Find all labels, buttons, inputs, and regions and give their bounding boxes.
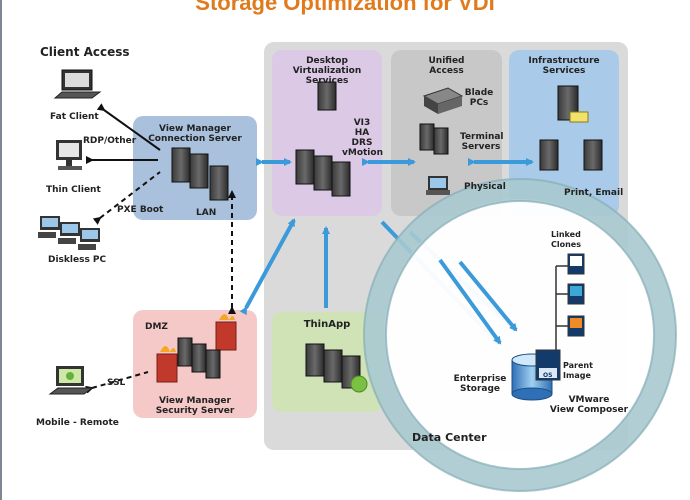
linked-clones-label: Linked Clones — [551, 230, 581, 250]
feature-vmotion: vMotion — [342, 148, 383, 158]
connection-server-icon — [171, 147, 229, 201]
thin-client-monitor-icon — [56, 140, 82, 170]
view-composer-label-line2: View Composer — [549, 405, 629, 415]
security-server-icon — [177, 337, 221, 379]
mobile-remote-label: Mobile - Remote — [36, 418, 119, 428]
security-server-title-line2: Security Server — [155, 406, 235, 416]
data-center-label: Data Center — [412, 431, 487, 444]
fat-client-label: Fat Client — [50, 112, 99, 122]
linked-clones-label-line1: Linked — [551, 230, 581, 239]
diskless-pc-label: Diskless PC — [48, 255, 107, 265]
blade-pcs-label-line2: PCs — [469, 98, 489, 108]
thinapp-label: ThinApp — [303, 319, 351, 330]
client-connections — [85, 103, 236, 394]
os-label: OS — [543, 372, 553, 379]
feature-ha: HA — [354, 128, 370, 138]
firewall-icon — [156, 314, 237, 383]
diskless-pc-icon — [38, 216, 100, 250]
parent-image-label-line2: Image — [563, 371, 591, 380]
terminal-servers-label: Terminal Servers — [460, 132, 504, 152]
infrastructure-title-line1: Infrastructure — [528, 56, 600, 66]
parent-image-icon — [535, 349, 561, 381]
security-server-title: View Manager Security Server — [138, 396, 252, 416]
terminal-servers-label-line1: Terminal — [460, 132, 504, 142]
linked-clones-label-line2: Clones — [551, 240, 581, 249]
parent-image-label-line1: Parent — [563, 361, 593, 370]
enterprise-storage-label: Enterprise Storage — [452, 374, 508, 394]
infrastructure-title-line2: Services — [542, 66, 586, 76]
desktop-to-storage-arrow-zoom — [438, 258, 502, 345]
dmz-label: DMZ — [145, 322, 168, 332]
view-composer-label-line1: VMware — [568, 395, 610, 405]
desktop-server-icon — [295, 81, 351, 197]
lan-label: LAN — [196, 208, 217, 218]
desktop-virtualization-title-line1: Desktop — [306, 56, 348, 66]
unified-access-title: Unified Access — [391, 56, 502, 76]
physical-pc-icon — [426, 176, 450, 195]
enterprise-storage-label-line2: Storage — [459, 384, 501, 394]
parent-image-label: Parent Image — [563, 361, 593, 381]
thinapp-badge-icon — [350, 375, 368, 393]
ssl-arrow — [85, 371, 149, 394]
page-title: Storage Optimization for VDI — [195, 0, 495, 15]
security-server-title-line1: View Manager — [159, 396, 231, 406]
ssl-label: SSL — [107, 378, 126, 388]
unified-access-title-line2: Access — [429, 66, 464, 76]
mobile-laptop-icon — [48, 366, 94, 395]
linked-clone-icon — [567, 253, 585, 337]
laptop-icon — [53, 69, 102, 99]
unified-to-storage-arrow-zoom — [458, 260, 518, 332]
terminal-server-icon — [419, 123, 449, 155]
slide-left-border — [0, 0, 2, 500]
pxe-boot-label: PXE Boot — [117, 205, 164, 215]
terminal-servers-label-line2: Servers — [461, 142, 501, 152]
desktop-virtualization-title-line2: Virtualization Services — [292, 66, 362, 86]
unified-access-title-line1: Unified — [428, 56, 465, 66]
view-composer-label: VMware View Composer — [548, 395, 630, 415]
thin-client-label: Thin Client — [46, 185, 101, 195]
enterprise-storage-label-line1: Enterprise — [453, 374, 507, 384]
connection-server-title-line1: View Manager — [159, 124, 231, 134]
client-access-heading: Client Access — [40, 45, 130, 59]
fat-client-arrow — [96, 103, 161, 151]
connection-server-title-line2: Connection Server — [148, 134, 242, 144]
desktop-virtualization-title: Desktop Virtualization Services — [272, 56, 382, 86]
infrastructure-server-icon — [539, 85, 603, 171]
blade-pcs-label-line1: Blade — [464, 88, 494, 98]
feature-drs: DRS — [351, 138, 373, 148]
feature-vi3: VI3 — [353, 118, 371, 128]
infrastructure-title: Infrastructure Services — [509, 56, 619, 76]
rdp-other-label: RDP/Other — [83, 136, 137, 146]
blade-pcs-label: Blade PCs — [464, 88, 494, 108]
print-email-label: Print, Email — [564, 188, 624, 198]
virtualization-features: VI3 HA DRS vMotion — [342, 118, 383, 158]
magnifier-lens — [363, 178, 677, 492]
physical-label: Physical — [464, 182, 506, 192]
dmz-to-desktop-arrow — [239, 218, 296, 316]
blade-pc-icon — [422, 87, 464, 114]
pxe-boot-arrow — [92, 171, 161, 225]
connection-server-title: View Manager Connection Server — [138, 124, 252, 144]
